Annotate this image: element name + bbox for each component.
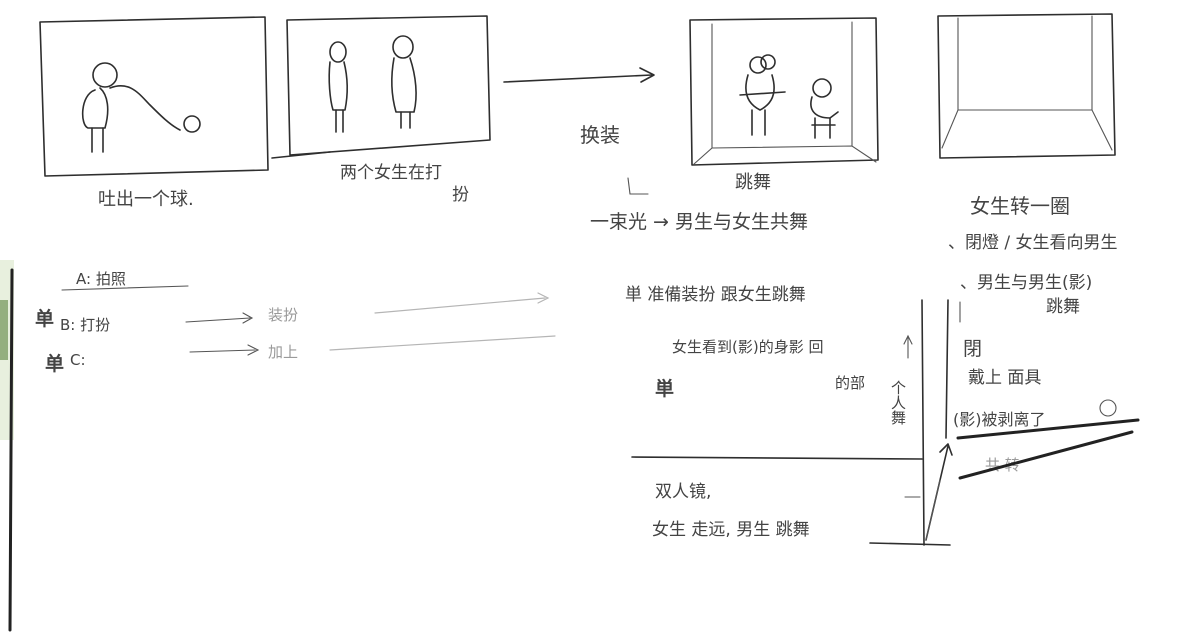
middle-notes: 単 准備装扮 跟女生跳舞 女生看到(影)的身影 回 的部 単 个人舞 双人镜, … <box>625 285 951 546</box>
frame-4-caption-line2: 、閉燈 / 女生看向男生 <box>948 233 1118 253</box>
frame-4-caption-line3: 、男生与男生(影) <box>960 273 1092 293</box>
storyboard-frame-3: 跳舞 <box>689 17 879 193</box>
note-b-arrow: 装扮 <box>268 306 298 324</box>
right-notes: 閉 戴上 面具 (影)被剥离了 共 转 <box>925 299 1140 541</box>
mid-bottom-1: 双人镜, <box>655 482 711 502</box>
transition-label: 换装 <box>580 123 620 147</box>
side-mark-1: 单 <box>35 307 54 330</box>
left-notes: A: 拍照 单 B: 打扮 装扮 单 C: 加上 <box>35 270 556 375</box>
right-line-2: 戴上 面具 <box>968 368 1041 388</box>
seated-figure <box>810 78 839 139</box>
frame-4-caption-line4: 跳舞 <box>1046 297 1080 317</box>
mid-side-mark: 単 <box>655 377 674 400</box>
dancing-couple-figure <box>739 54 786 136</box>
girl-figure-right <box>391 35 417 129</box>
person-figure <box>81 62 201 153</box>
frame-3-caption: 跳舞 <box>735 172 771 193</box>
mid-bottom-2: 女生 走远, 男生 跳舞 <box>652 520 810 540</box>
scan-edge <box>0 260 14 632</box>
note-c-arrow: 加上 <box>268 343 298 361</box>
note-c: C: <box>70 351 86 369</box>
storyboard-frame-4: 女生转一圈 、閉燈 / 女生看向男生 、男生与男生(影) 跳舞 <box>937 13 1118 317</box>
storyboard-frame-1: 吐出一个球. <box>39 16 269 210</box>
note-b: B: 打扮 <box>60 316 110 334</box>
right-line-3: (影)被剥离了 <box>953 410 1046 429</box>
storyboard-frame-2: 两个女生在打 扮 <box>271 15 491 205</box>
right-line-1: 閉 <box>963 338 982 360</box>
side-mark-2: 单 <box>45 352 64 375</box>
mid-line-2: 女生看到(影)的身影 回 <box>672 338 823 356</box>
frame-4-caption: 女生转一圈 <box>970 194 1070 218</box>
transition-hook-arrow <box>627 177 649 195</box>
mid-vertical-text: 个人舞 <box>889 380 907 425</box>
frame-2-caption-line2: 扮 <box>452 185 469 205</box>
transition-line: 一束光 → 男生与女生共舞 <box>590 211 808 233</box>
frame-2-caption: 两个女生在打 <box>340 163 442 183</box>
girl-figure-left <box>328 41 348 133</box>
note-a: A: 拍照 <box>76 270 126 288</box>
frame-1-caption: 吐出一个球. <box>98 189 194 210</box>
transition-arrow <box>503 67 655 83</box>
mid-line-3: 的部 <box>835 374 865 392</box>
mid-line-1: 単 准備装扮 跟女生跳舞 <box>625 285 806 305</box>
